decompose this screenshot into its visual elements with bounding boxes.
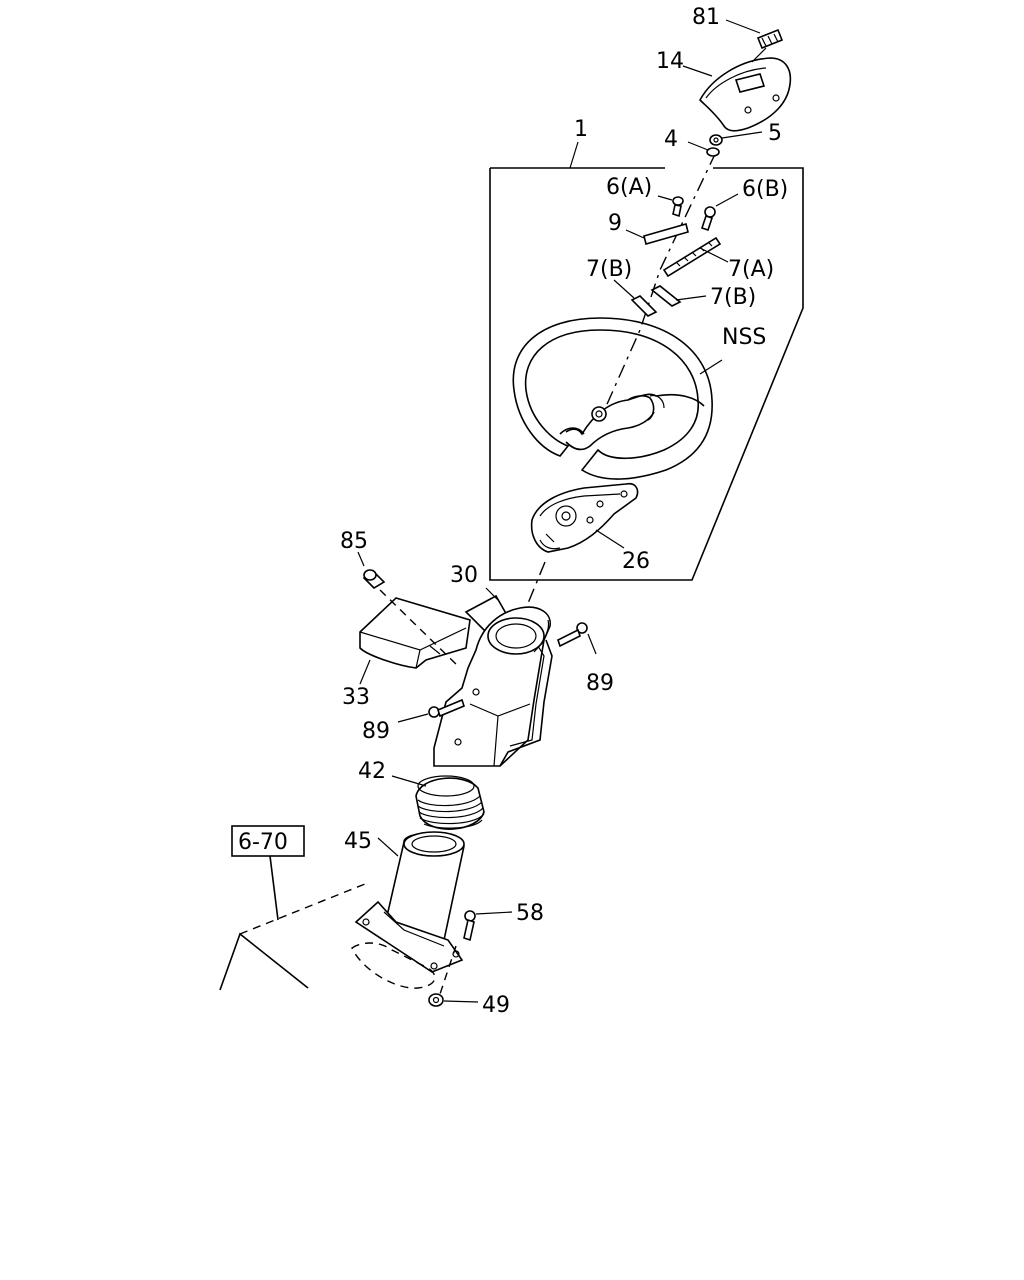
label-7b-left: 7(B) <box>586 257 632 282</box>
label-5: 5 <box>768 121 782 146</box>
part-nss-steering-wheel <box>512 317 723 480</box>
part-81-switch <box>725 19 784 50</box>
part-45-boot <box>351 831 465 989</box>
part-49-nut <box>428 945 479 1007</box>
part-6b-screw <box>700 193 739 232</box>
part-89-screw-left <box>397 698 465 723</box>
label-1: 1 <box>574 117 588 142</box>
part-14-cover <box>682 47 792 132</box>
kit-outline-1 <box>489 167 804 581</box>
label-85: 85 <box>340 529 368 554</box>
label-ref-6-70: 6-70 <box>238 830 288 855</box>
label-6b: 6(B) <box>742 177 788 202</box>
label-89-left: 89 <box>362 719 390 744</box>
label-33: 33 <box>342 685 370 710</box>
label-nss: NSS <box>722 325 766 350</box>
part-33-lower-cover <box>359 597 471 685</box>
label-4: 4 <box>664 127 678 152</box>
part-30-column-cover <box>433 587 553 767</box>
callout-labels: 81 14 1 4 5 6(A) 6(B) 9 7(A) 7(B) 7(B) N… <box>238 5 788 1018</box>
part-58-bolt <box>463 910 513 942</box>
label-89-right: 89 <box>586 671 614 696</box>
part-9-plate <box>625 223 689 245</box>
part-7a-spring <box>662 236 729 278</box>
part-7b-left-clip <box>613 279 658 317</box>
label-81: 81 <box>692 5 720 30</box>
part-85-bulb <box>357 551 386 590</box>
label-26: 26 <box>622 549 650 574</box>
label-49: 49 <box>482 993 510 1018</box>
label-45: 45 <box>344 829 372 854</box>
label-30: 30 <box>450 563 478 588</box>
part-26-pad <box>530 482 639 553</box>
part-6a-screw <box>657 195 684 218</box>
axis-upper <box>599 151 717 421</box>
part-89-screw-right <box>557 622 597 655</box>
label-7b-right: 7(B) <box>710 285 756 310</box>
label-6a: 6(A) <box>606 175 652 200</box>
label-14: 14 <box>656 49 684 74</box>
label-9: 9 <box>608 211 622 236</box>
label-42: 42 <box>358 759 386 784</box>
label-58: 58 <box>516 901 544 926</box>
part-42-bellows <box>391 775 485 830</box>
part-7b-right-clip <box>650 285 707 307</box>
reference-6-70 <box>219 825 371 991</box>
label-7a: 7(A) <box>728 257 774 282</box>
part-4-5-nut-washer <box>687 131 763 157</box>
